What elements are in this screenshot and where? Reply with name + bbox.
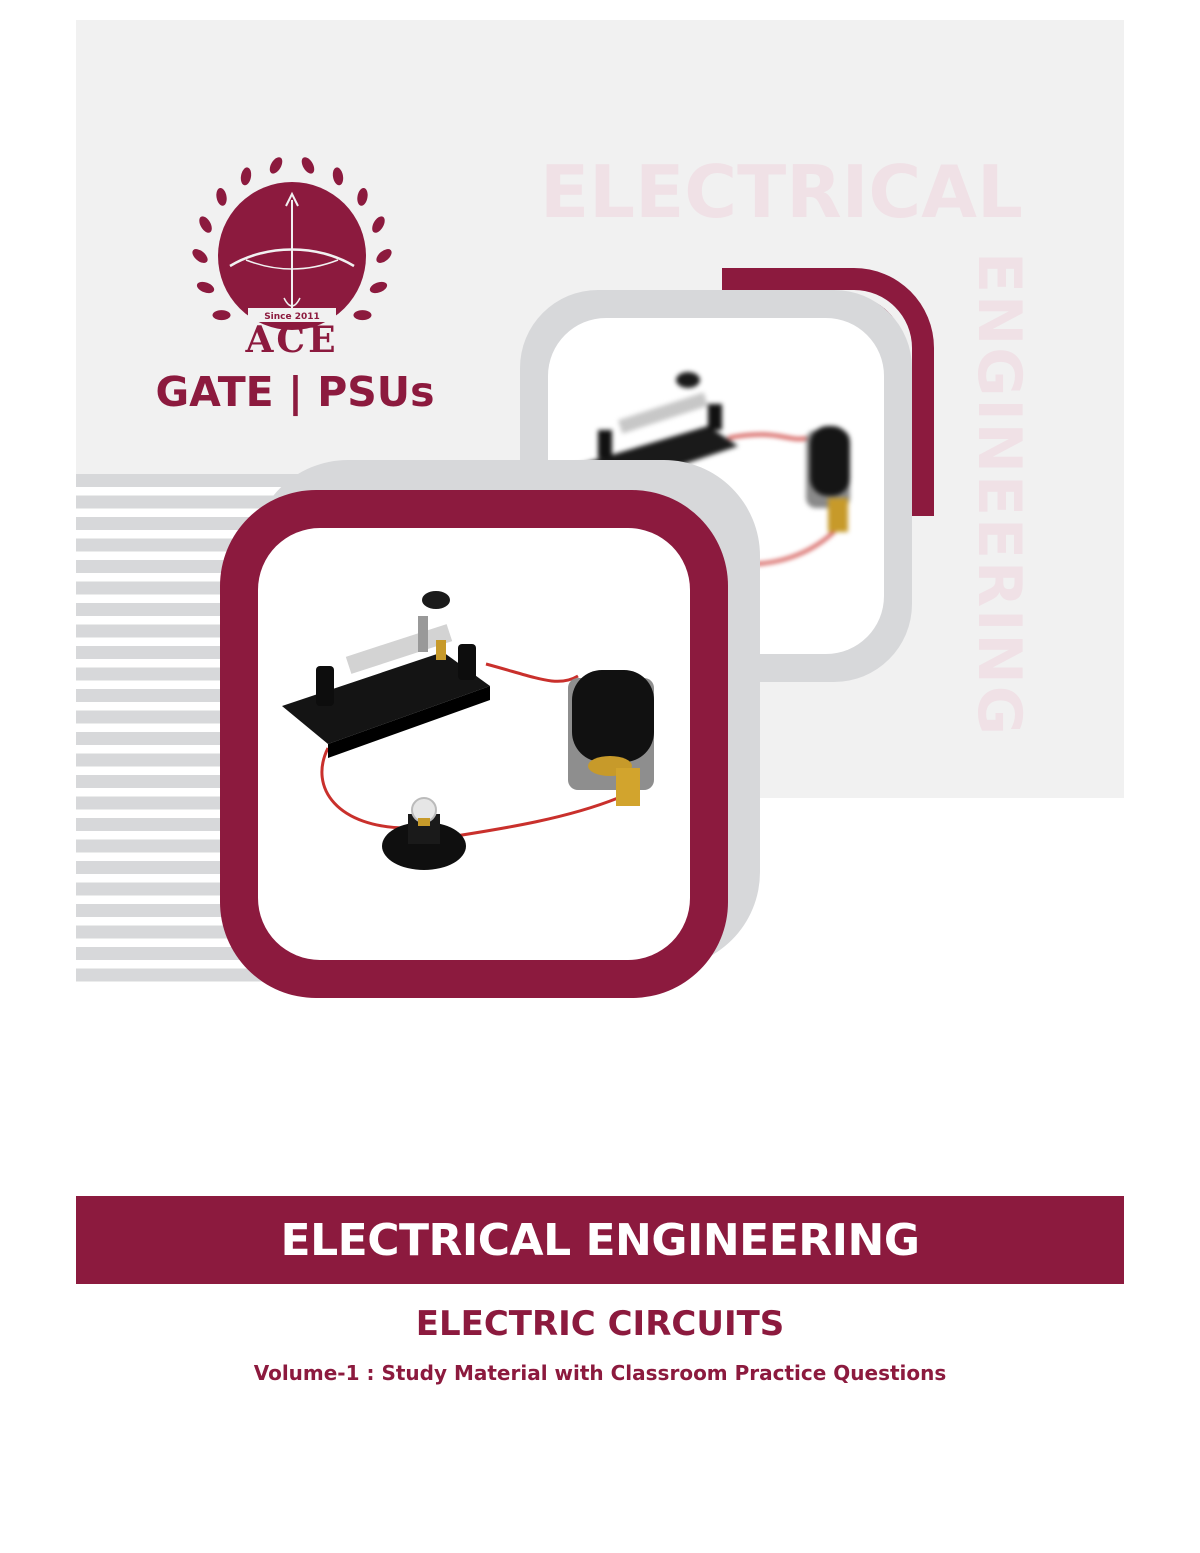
- volume-subtitle: Volume-1 : Study Material with Classroom…: [253, 1361, 947, 1385]
- ace-logo-emblem: Since 2011 ACE: [192, 157, 392, 358]
- subject-title: ELECTRIC CIRCUITS: [415, 1304, 785, 1344]
- main-title: ELECTRICAL ENGINEERING: [280, 1214, 920, 1266]
- title-band: ELECTRICAL ENGINEERING: [76, 1196, 1124, 1284]
- watermark-engineering: ENGINEERING: [964, 252, 1034, 737]
- logo-name-text: ACE: [244, 319, 338, 358]
- watermark-electrical: ELECTRICAL: [540, 150, 1023, 234]
- brand-tagline: GATE | PSUs: [155, 368, 435, 416]
- logo-since-text: Since 2011: [264, 312, 320, 322]
- circuit-photo: [258, 528, 690, 960]
